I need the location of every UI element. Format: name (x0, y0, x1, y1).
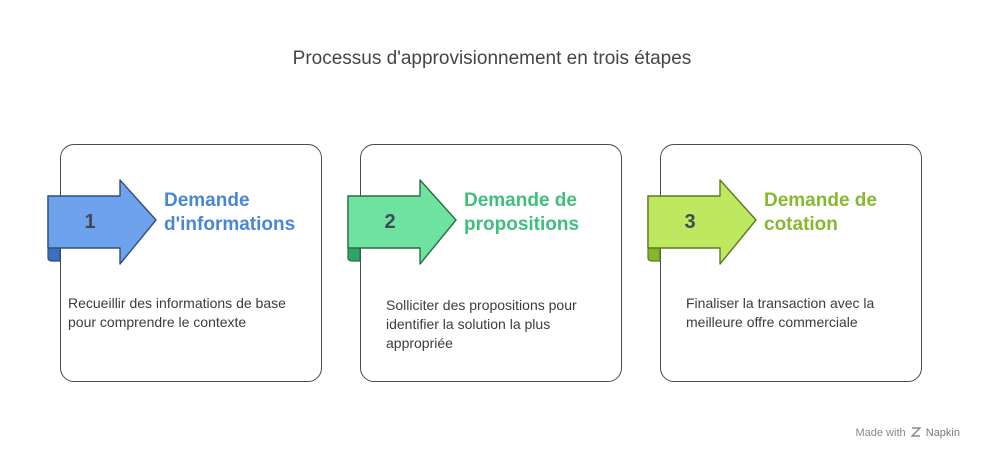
napkin-logo-icon (909, 427, 922, 437)
diagram-title: Processus d'approvisionnement en trois é… (292, 48, 692, 69)
napkin-brand-label: Napkin (925, 427, 960, 439)
arrow-icon (347, 179, 457, 265)
step-heading: Demande de propositions (464, 189, 614, 237)
step-heading-line: Demande de (464, 190, 577, 211)
step-card-1 (60, 144, 322, 382)
arrow-icon (47, 179, 157, 265)
step-description: Finaliser la transaction avec la meilleu… (686, 295, 875, 330)
step-heading: Demande de cotation (764, 189, 914, 237)
step-heading-line: d'informations (164, 214, 296, 235)
step-card-2 (360, 144, 622, 382)
step-heading: Demande d'informations (164, 189, 314, 237)
made-with-badge[interactable]: Made with Napkin (855, 427, 960, 439)
made-with-label: Made with (855, 427, 906, 439)
step-heading-line: cotation (764, 214, 838, 235)
step-heading-line: propositions (464, 214, 580, 235)
step-description: Solliciter des propositions pour identif… (386, 297, 577, 351)
step-number: 1 (84, 211, 96, 233)
step-description: Recueillir des informations de base pour… (68, 295, 286, 330)
step-heading-line: Demande (164, 190, 250, 211)
step-number: 2 (384, 211, 396, 233)
step-heading-line: Demande de (764, 190, 877, 211)
step-number: 3 (684, 211, 696, 233)
arrow-icon (647, 179, 757, 265)
step-card-3 (660, 144, 922, 382)
